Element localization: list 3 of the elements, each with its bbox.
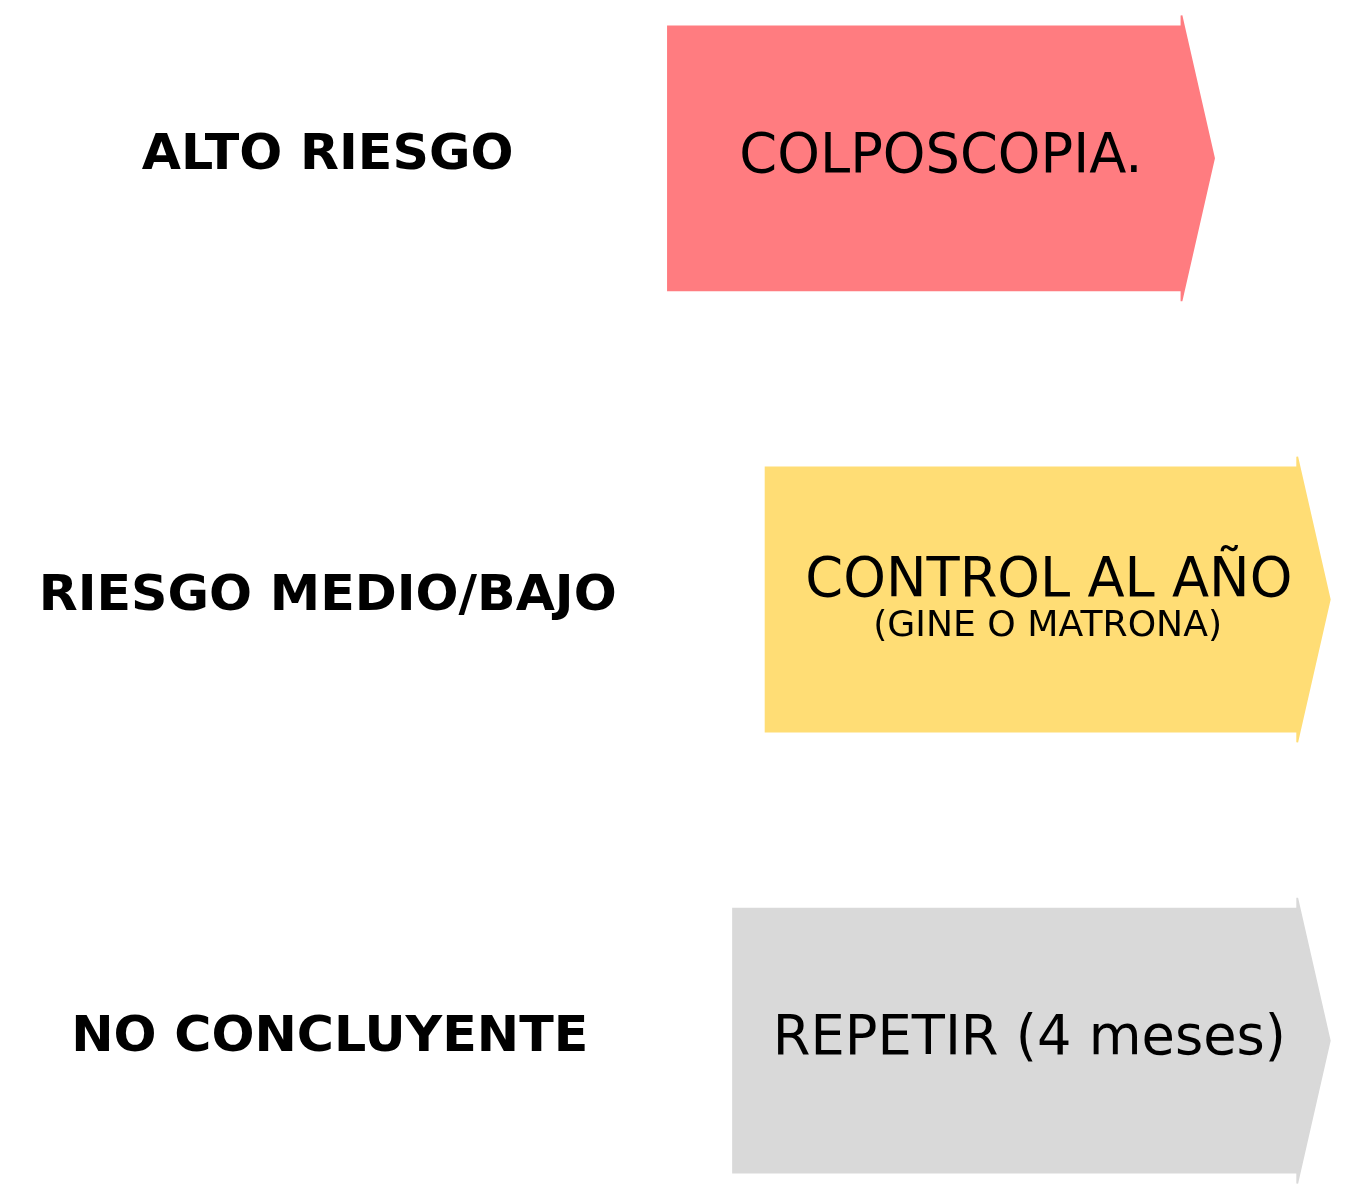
- label: ALTO RIESGO: [141, 121, 513, 181]
- label: NO CONCLUYENTE: [70, 1004, 588, 1064]
- label: RIESGO MEDIO/BAJO: [38, 563, 617, 623]
